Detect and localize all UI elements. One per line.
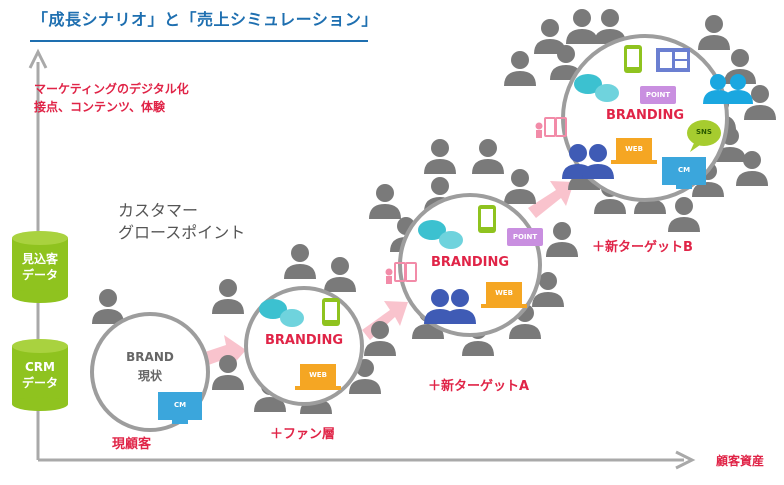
stage3-caption: ＋新ターゲットA xyxy=(428,379,530,394)
cm-label-stage4: CM xyxy=(677,166,691,174)
stage1-title-line1: BRAND xyxy=(126,350,174,364)
crm-db-line1: CRM xyxy=(25,360,55,374)
pink-device-icon-stage4 xyxy=(535,117,567,138)
page-title: 「成長シナリオ」と「売上シミュレーション」 xyxy=(32,10,378,29)
web-laptop-icon-stage4 xyxy=(611,138,657,164)
stage2-title: BRANDING xyxy=(264,333,344,348)
smartphone-icon-stage2 xyxy=(322,298,340,326)
web-label-stage4: WEB xyxy=(625,145,643,153)
sns-bubble-icon xyxy=(687,120,721,152)
prospect-database-icon xyxy=(12,231,68,303)
prospect-db-line2: データ xyxy=(21,268,58,282)
point-card-icon-stage3 xyxy=(507,228,543,246)
prospect-db-line1: 見込客 xyxy=(21,252,58,266)
website-window-icon-stage4 xyxy=(656,48,690,72)
touchpoints-label: 接点、コンテンツ、体験 xyxy=(34,100,166,114)
crm-database-icon xyxy=(12,339,68,411)
web-laptop-icon-stage3 xyxy=(481,282,527,308)
stage2-caption: ＋ファン層 xyxy=(270,427,336,442)
web-laptop-icon-stage2 xyxy=(295,364,341,390)
customer-growth-line2: グロースポイント xyxy=(118,223,246,242)
chat-bubble-icon-stage3 xyxy=(418,220,463,249)
point-label-stage3: POINT xyxy=(512,233,538,241)
smartphone-icon-stage3 xyxy=(478,205,496,233)
web-label-stage3: WEB xyxy=(495,289,513,297)
digital-marketing-label: マーケティングのデジタル化 xyxy=(34,82,189,96)
x-axis-label: 顧客資産 xyxy=(715,454,764,468)
cm-label-stage1: CM xyxy=(173,401,187,409)
stage4-title: BRANDING xyxy=(605,108,685,123)
web-label-stage2: WEB xyxy=(309,371,327,379)
growth-arrow-3 xyxy=(528,181,574,218)
sns-label: SNS xyxy=(696,128,712,136)
customer-growth-line1: カスタマー xyxy=(118,201,199,220)
smartphone-icon-stage4 xyxy=(624,45,642,73)
cyan-people-stage4 xyxy=(703,74,753,104)
crm-db-line2: データ xyxy=(21,376,58,390)
stage1-title-line2: 現状 xyxy=(137,369,162,383)
stage1-caption: 現顧客 xyxy=(112,437,152,452)
x-axis xyxy=(38,450,696,470)
cm-tv-icon-stage1 xyxy=(158,392,202,424)
point-card-icon-stage4 xyxy=(640,86,676,104)
customer-people-stage1 xyxy=(92,289,124,324)
cm-tv-icon-stage4 xyxy=(662,157,706,189)
pink-device-icon-stage3 xyxy=(385,262,417,284)
point-label-stage4: POINT xyxy=(645,91,671,99)
chat-bubble-icon-stage4 xyxy=(574,74,619,102)
stage4-caption: ＋新ターゲットB xyxy=(592,240,693,255)
chat-bubble-icon-stage2 xyxy=(259,299,304,327)
stage3-title: BRANDING xyxy=(430,255,510,270)
title-underline xyxy=(30,40,368,42)
